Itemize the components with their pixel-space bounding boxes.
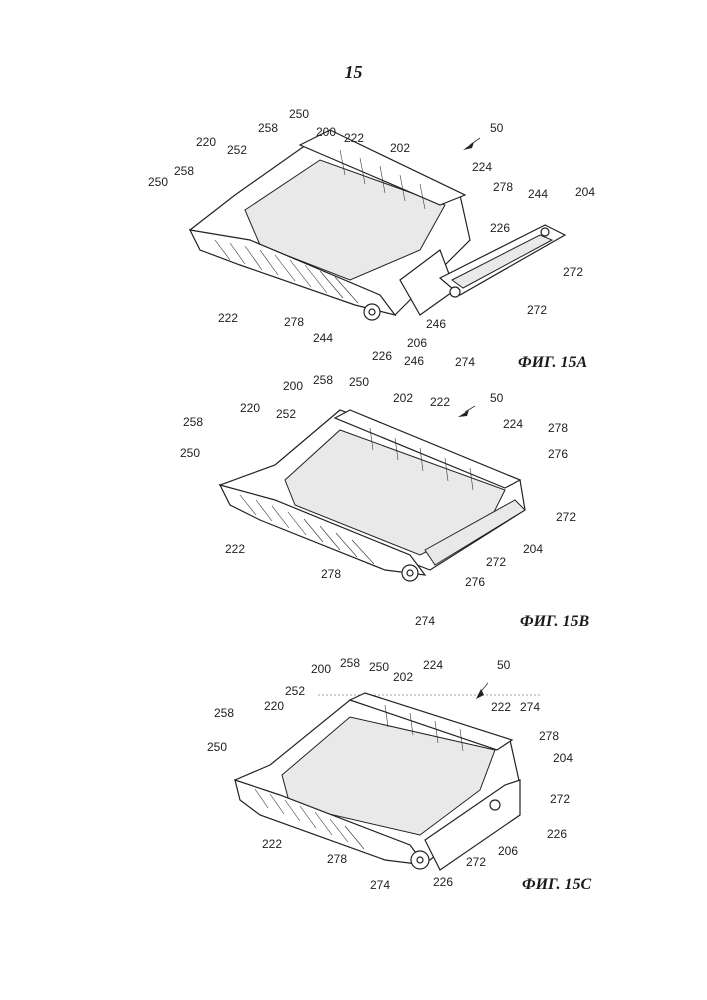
page-number: 15 xyxy=(0,62,707,83)
figure-15a-label: 250 xyxy=(148,176,168,188)
figure-15b-label: 50 xyxy=(490,392,503,404)
figure-15a-label: 244 xyxy=(528,188,548,200)
figure-15a-label: 202 xyxy=(390,142,410,154)
figure-15c-label: 226 xyxy=(433,876,453,888)
figure-15b-label: 220 xyxy=(240,402,260,414)
figure-15a-label: 246 xyxy=(426,318,446,330)
figure-15b-drawing xyxy=(0,370,707,640)
figure-15a: 250 258 200 222 202 220 252 250 258 50 2… xyxy=(0,100,707,380)
figure-15c-label: 224 xyxy=(423,659,443,671)
figure-15c-label: 200 xyxy=(311,663,331,675)
figure-15b-label: 250 xyxy=(349,376,369,388)
figure-15a-label: 244 xyxy=(313,332,333,344)
figure-15c-label: 226 xyxy=(547,828,567,840)
figure-15c: 200 258 250 202 224 50 252 222 274 258 2… xyxy=(0,655,707,895)
figure-15c-label: 50 xyxy=(497,659,510,671)
figure-15c-label: 202 xyxy=(393,671,413,683)
figure-15a-label: 222 xyxy=(218,312,238,324)
figure-15b-label: 222 xyxy=(225,543,245,555)
figure-15c-label: 258 xyxy=(214,707,234,719)
figure-15b-label: 222 xyxy=(430,396,450,408)
figure-15a-label: 278 xyxy=(493,181,513,193)
figure-15c-label: 258 xyxy=(340,657,360,669)
figure-15a-label: 200 xyxy=(316,126,336,138)
figure-15b-label: 276 xyxy=(548,448,568,460)
figure-15c-drawing xyxy=(0,655,707,895)
figure-15c-label: 204 xyxy=(553,752,573,764)
figure-15b-label: 258 xyxy=(313,374,333,386)
figure-15b-label: 258 xyxy=(183,416,203,428)
figure-15a-label: 222 xyxy=(344,132,364,144)
figure-15a-label: 246 xyxy=(404,355,424,367)
figure-15a-label: 272 xyxy=(563,266,583,278)
figure-15b-label: 272 xyxy=(486,556,506,568)
figure-15b-label: 278 xyxy=(548,422,568,434)
figure-15a-label: 250 xyxy=(289,108,309,120)
figure-15a-label: 278 xyxy=(284,316,304,328)
figure-15a-label: 220 xyxy=(196,136,216,148)
figure-15c-label: 220 xyxy=(264,700,284,712)
figure-15b-label: 202 xyxy=(393,392,413,404)
figure-15b-label: 252 xyxy=(276,408,296,420)
figure-15c-label: 278 xyxy=(327,853,347,865)
figure-15a-label: 226 xyxy=(490,222,510,234)
figure-15b-label: 250 xyxy=(180,447,200,459)
figure-15b-label: 204 xyxy=(523,543,543,555)
figure-15c-caption: ФИГ. 15С xyxy=(522,876,591,894)
figure-15a-label: 274 xyxy=(455,356,475,368)
figure-15b-label: 224 xyxy=(503,418,523,430)
figure-15a-label: 50 xyxy=(490,122,503,134)
figure-15b-label: 200 xyxy=(283,380,303,392)
figure-15a-label: 226 xyxy=(372,350,392,362)
figure-15a-label: 252 xyxy=(227,144,247,156)
figure-15b-label: 276 xyxy=(465,576,485,588)
figure-15b-caption: ФИГ. 15В xyxy=(520,613,589,631)
figure-15a-label: 258 xyxy=(174,165,194,177)
figure-15a-label: 272 xyxy=(527,304,547,316)
figure-15c-label: 222 xyxy=(262,838,282,850)
figure-15c-label: 272 xyxy=(550,793,570,805)
figure-15c-label: 274 xyxy=(370,879,390,891)
figure-15c-label: 278 xyxy=(539,730,559,742)
figure-15c-label: 222 xyxy=(491,701,511,713)
figure-15b-label: 278 xyxy=(321,568,341,580)
figure-15a-label: 224 xyxy=(472,161,492,173)
figure-15c-label: 274 xyxy=(520,701,540,713)
figure-15c-label: 250 xyxy=(207,741,227,753)
figure-15b-label: 272 xyxy=(556,511,576,523)
figure-15a-label: 206 xyxy=(407,337,427,349)
figure-15a-label: 204 xyxy=(575,186,595,198)
figure-15c-label: 206 xyxy=(498,845,518,857)
figure-15c-label: 250 xyxy=(369,661,389,673)
figure-15b-label: 274 xyxy=(415,615,435,627)
figure-15b: 200 258 250 258 220 252 202 222 50 224 2… xyxy=(0,370,707,640)
figure-15c-label: 272 xyxy=(466,856,486,868)
figure-15a-label: 258 xyxy=(258,122,278,134)
figure-15c-label: 252 xyxy=(285,685,305,697)
